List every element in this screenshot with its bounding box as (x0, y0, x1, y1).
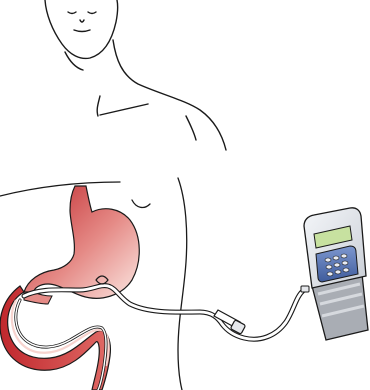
torso-right-side (178, 178, 187, 390)
small-intestine (0, 286, 110, 390)
feeding-pump (301, 208, 368, 340)
upper-figure (45, 0, 226, 150)
face-outline (45, 0, 118, 58)
stomach-body (24, 186, 139, 298)
collarbone-left (97, 96, 100, 116)
right-eye (88, 12, 96, 14)
stomach (24, 186, 139, 304)
chest-contour (132, 200, 150, 207)
collarbone (100, 104, 148, 115)
left-eye (68, 12, 76, 14)
nose (80, 20, 84, 22)
torso-top (0, 182, 120, 196)
mouth (74, 30, 90, 32)
shoulder-crease (186, 116, 196, 140)
tube-core (24, 286, 304, 340)
feeding-tube (16, 276, 304, 390)
neck-shoulder-right (113, 40, 226, 150)
